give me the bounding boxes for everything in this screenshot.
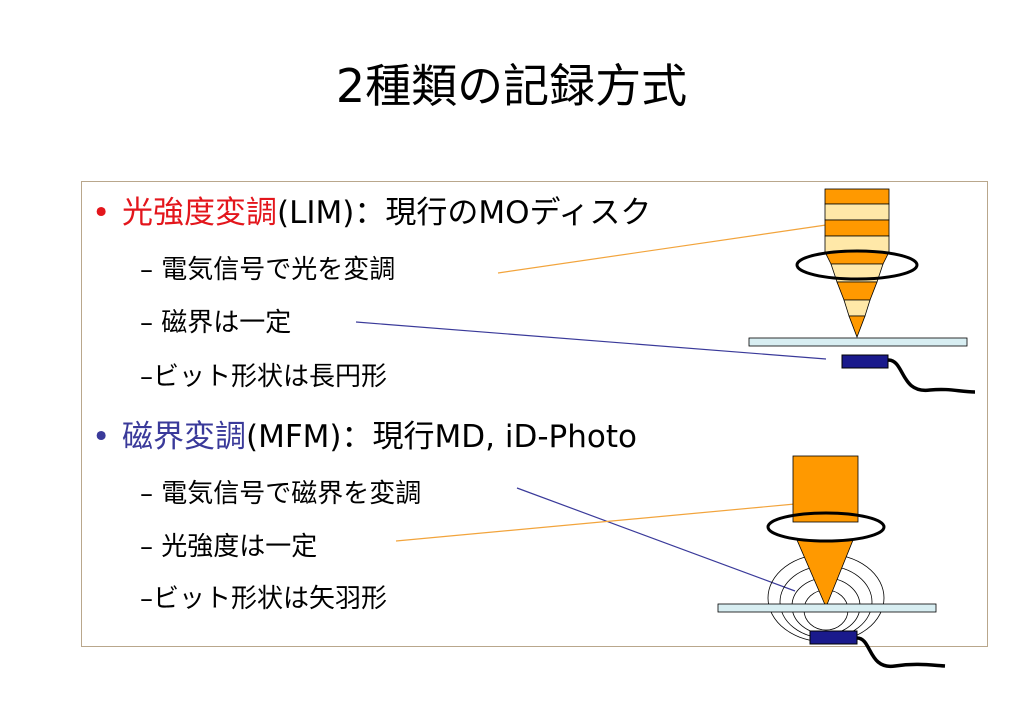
mfm-sub-3: –ビット形状は矢羽形	[140, 579, 387, 619]
mfm-magnetic-head	[809, 630, 858, 645]
sub-dash: –	[140, 532, 153, 562]
sub-dash: –	[140, 479, 153, 509]
lim-coil-ring	[795, 249, 919, 281]
mfm-description: (MFM)：現行MD, iD-Photo	[246, 419, 637, 455]
content-frame	[81, 181, 988, 647]
lim-label: 光強度変調	[122, 195, 277, 231]
page-title: 2種類の記録方式	[335, 59, 688, 113]
leader-line-mfm-light	[395, 503, 796, 542]
sub-dash: –	[140, 584, 153, 614]
sub-dash: –	[140, 255, 153, 285]
sub-text: 電気信号で磁界を変調	[161, 479, 422, 509]
lim-description: (LIM)：現行のMOディスク	[277, 195, 652, 231]
leader-line-mfm-field	[516, 487, 796, 592]
lim-disc	[748, 337, 968, 347]
lim-sub-1: – 電気信号で光を変調	[140, 250, 395, 290]
lim-head-cable	[887, 358, 976, 394]
lim-objective-lens	[824, 188, 890, 339]
mfm-sub-2: – 光強度は一定	[140, 527, 317, 567]
sub-text: 磁界は一定	[161, 308, 292, 338]
lim-sub-3: –ビット形状は長円形	[140, 357, 387, 397]
lim-diagram	[748, 188, 976, 394]
bullet-marker: •	[92, 195, 111, 231]
leader-line-lim-light	[497, 224, 827, 274]
leader-line-lim-field	[355, 321, 827, 360]
bullet-marker: •	[92, 419, 111, 455]
mfm-objective-lens	[792, 455, 859, 523]
sub-dash: –	[140, 362, 153, 392]
bullet-mfm: • 磁界変調(MFM)：現行MD, iD-Photo	[92, 417, 637, 457]
sub-text: 電気信号で光を変調	[161, 255, 396, 285]
mfm-diagram	[717, 455, 946, 668]
sub-dash: –	[140, 308, 153, 338]
sub-text: ビット形状は長円形	[153, 362, 388, 392]
bullet-lim: • 光強度変調(LIM)：現行のMOディスク	[92, 193, 651, 233]
mfm-disc	[717, 603, 937, 613]
lim-sub-2: – 磁界は一定	[140, 303, 291, 343]
sub-text: 光強度は一定	[161, 532, 318, 562]
mfm-label: 磁界変調	[122, 419, 246, 455]
mfm-sub-1: – 電気信号で磁界を変調	[140, 474, 421, 514]
mfm-coil-ring	[766, 511, 886, 543]
lim-magnetic-head	[841, 354, 889, 369]
mfm-head-cable	[856, 636, 946, 668]
sub-text: ビット形状は矢羽形	[153, 584, 388, 614]
mfm-focus-cone	[796, 539, 854, 609]
